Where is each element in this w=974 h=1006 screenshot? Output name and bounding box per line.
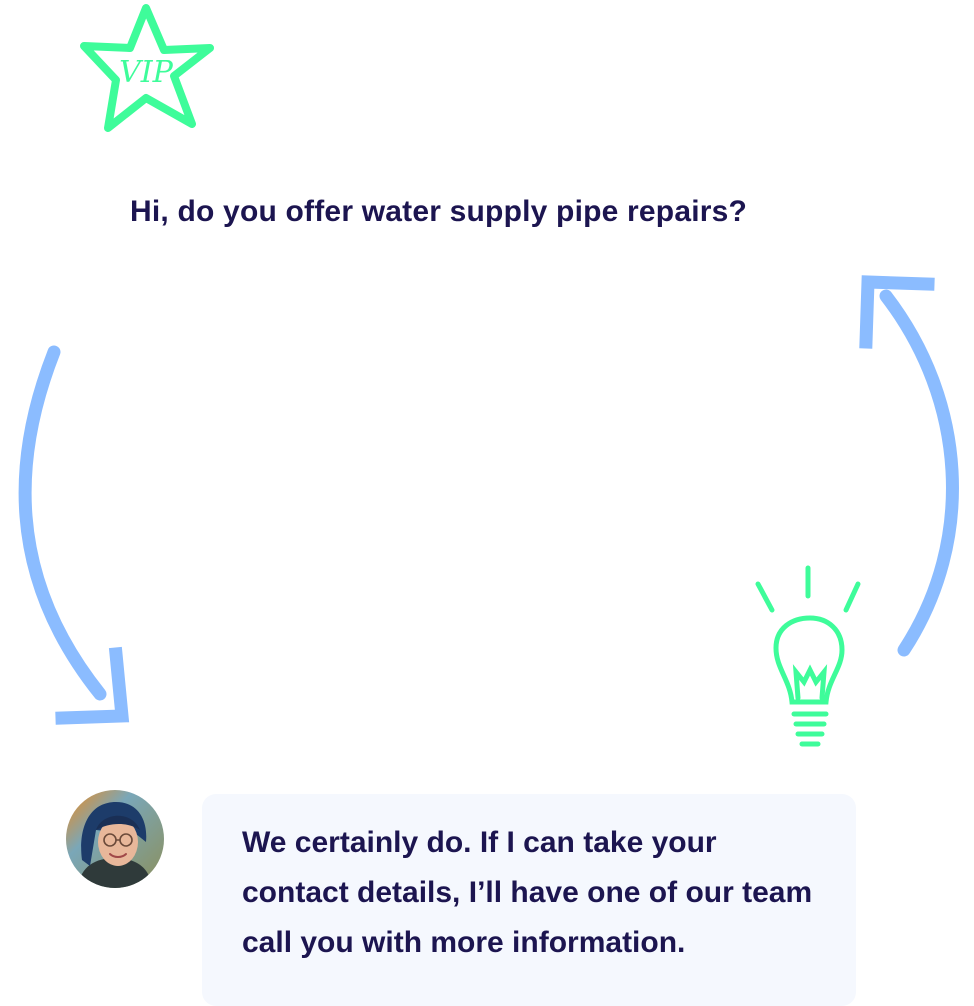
agent-reply-text: We certainly do. If I can take your cont… <box>242 826 813 959</box>
vip-star-icon: VIP <box>80 4 214 132</box>
lightbulb-icon <box>755 565 861 747</box>
curved-arrow-up-icon <box>859 275 959 657</box>
agent-reply-bubble: We certainly do. If I can take your cont… <box>202 794 856 1006</box>
vip-label: VIP <box>119 55 174 90</box>
customer-message: Hi, do you offer water supply pipe repai… <box>130 195 748 228</box>
curved-arrow-down-icon <box>18 345 130 725</box>
agent-avatar <box>66 790 164 888</box>
